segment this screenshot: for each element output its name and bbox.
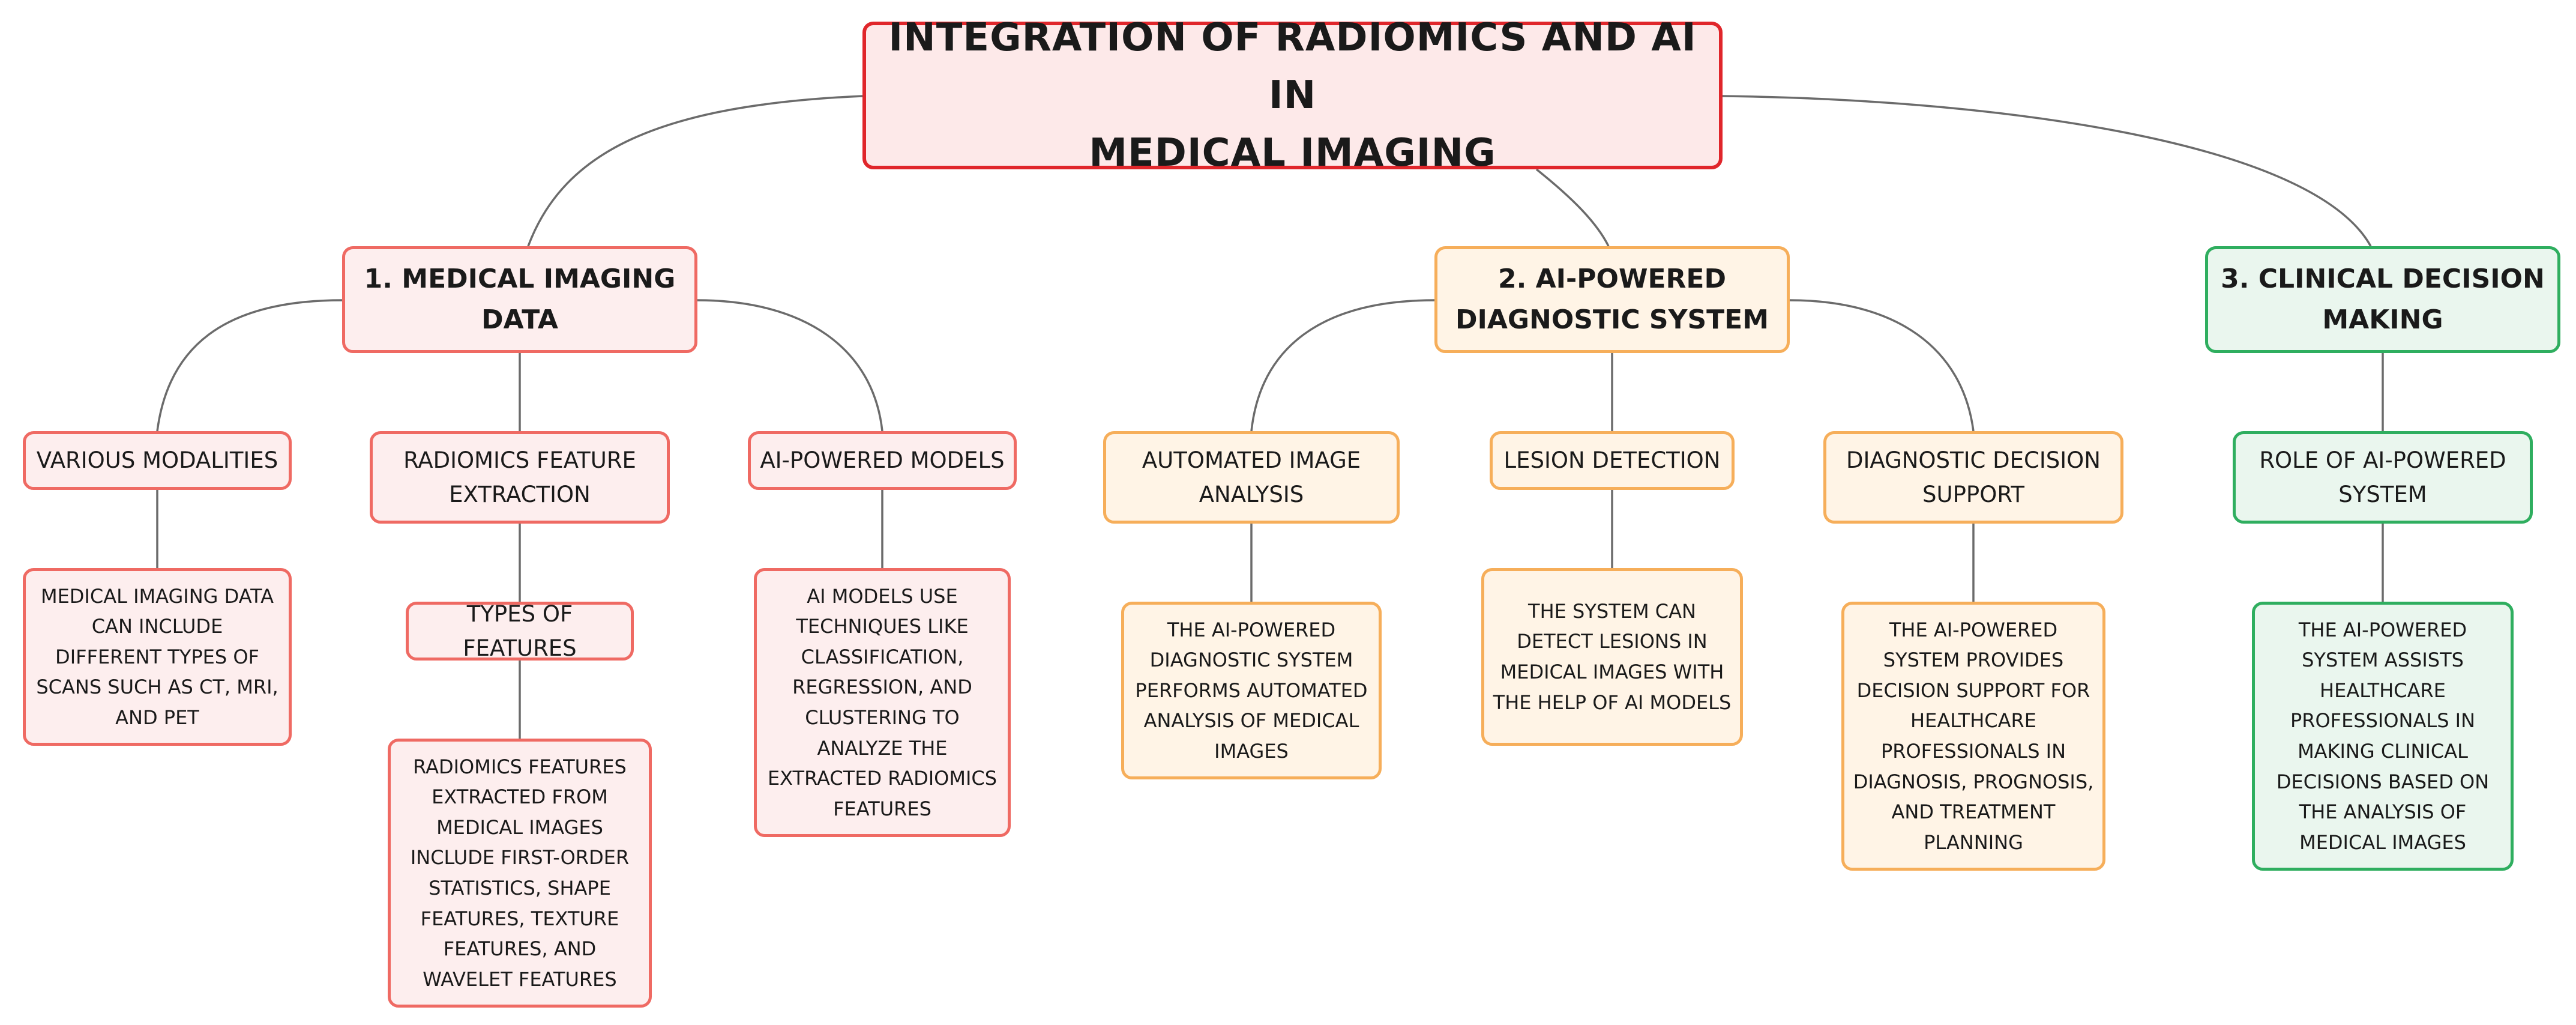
node-automated-image-analysis: AUTOMATED IMAGE ANALYSIS xyxy=(1103,431,1400,524)
node-types-of-features: TYPES OF FEATURES xyxy=(406,601,634,661)
node-role-of-ai-powered-system: ROLE OF AI-POWERED SYSTEM xyxy=(2233,431,2533,524)
branch-label: 2. AI-POWERED DIAGNOSTIC SYSTEM xyxy=(1455,263,1769,335)
branch-medical-imaging-data: 1. MEDICAL IMAGING DATA xyxy=(342,246,697,353)
detail-text: THE AI-POWERED SYSTEM ASSISTS HEALTHCARE… xyxy=(2276,618,2490,854)
node-radiomics-feature-extraction: RADIOMICS FEATURE EXTRACTION xyxy=(370,431,670,524)
node-ai-powered-models: AI-POWERED MODELS xyxy=(748,431,1017,490)
detail-text: RADIOMICS FEATURES EXTRACTED FROM MEDICA… xyxy=(410,755,630,991)
detail-ai-powered-models: AI MODELS USE TECHNIQUES LIKE CLASSIFICA… xyxy=(754,568,1011,837)
connector-b2-c1 xyxy=(1250,299,1435,432)
node-diagnostic-decision-support: DIAGNOSTIC DECISION SUPPORT xyxy=(1823,431,2123,524)
connector-b1-c1 xyxy=(156,299,343,432)
detail-text: THE SYSTEM CAN DETECT LESIONS IN MEDICAL… xyxy=(1493,599,1732,714)
branch-clinical-decision-making: 3. CLINICAL DECISION MAKING xyxy=(2205,246,2560,353)
connector-b1-c3 xyxy=(697,299,883,432)
node-various-modalities: VARIOUS MODALITIES xyxy=(23,431,292,490)
diagram-title: INTEGRATION OF RADIOMICS AND AI IN MEDIC… xyxy=(862,16,1723,175)
branch-label: 3. CLINICAL DECISION MAKING xyxy=(2221,263,2545,335)
node-label: AI-POWERED MODELS xyxy=(760,447,1005,474)
detail-role-of-ai-powered-system: THE AI-POWERED SYSTEM ASSISTS HEALTHCARE… xyxy=(2252,602,2514,871)
node-label: AUTOMATED IMAGE ANALYSIS xyxy=(1142,447,1361,507)
connector-b2-c3 xyxy=(1789,299,1975,432)
detail-diagnostic-decision-support: THE AI-POWERED SYSTEM PROVIDES DECISION … xyxy=(1841,602,2105,871)
node-label: TYPES OF FEATURES xyxy=(463,600,577,661)
detail-text: AI MODELS USE TECHNIQUES LIKE CLASSIFICA… xyxy=(767,584,998,820)
node-label: LESION DETECTION xyxy=(1503,447,1721,474)
node-label: VARIOUS MODALITIES xyxy=(36,447,278,474)
connector-root-branch-1 xyxy=(527,95,863,247)
connector-root-branch-3 xyxy=(1722,95,2372,247)
node-label: DIAGNOSTIC DECISION SUPPORT xyxy=(1846,447,2101,507)
diagram-title-text: INTEGRATION OF RADIOMICS AND AI IN MEDIC… xyxy=(888,16,1697,175)
branch-ai-powered-diagnostic-system: 2. AI-POWERED DIAGNOSTIC SYSTEM xyxy=(1434,246,1790,353)
detail-radiomics-features: RADIOMICS FEATURES EXTRACTED FROM MEDICA… xyxy=(388,739,652,1008)
branch-label: 1. MEDICAL IMAGING DATA xyxy=(364,263,676,335)
node-lesion-detection: LESION DETECTION xyxy=(1490,431,1735,490)
node-label: ROLE OF AI-POWERED SYSTEM xyxy=(2259,447,2506,507)
detail-automated-image-analysis: THE AI-POWERED DIAGNOSTIC SYSTEM PERFORM… xyxy=(1121,602,1382,779)
detail-text: THE AI-POWERED SYSTEM PROVIDES DECISION … xyxy=(1853,618,2094,854)
detail-text: THE AI-POWERED DIAGNOSTIC SYSTEM PERFORM… xyxy=(1135,618,1368,763)
detail-text: MEDICAL IMAGING DATA CAN INCLUDE DIFFERE… xyxy=(36,584,278,729)
connector-root-branch-2 xyxy=(1535,168,1610,247)
node-label: RADIOMICS FEATURE EXTRACTION xyxy=(403,447,636,507)
detail-lesion-detection: THE SYSTEM CAN DETECT LESIONS IN MEDICAL… xyxy=(1481,568,1743,746)
detail-various-modalities: MEDICAL IMAGING DATA CAN INCLUDE DIFFERE… xyxy=(23,568,292,746)
